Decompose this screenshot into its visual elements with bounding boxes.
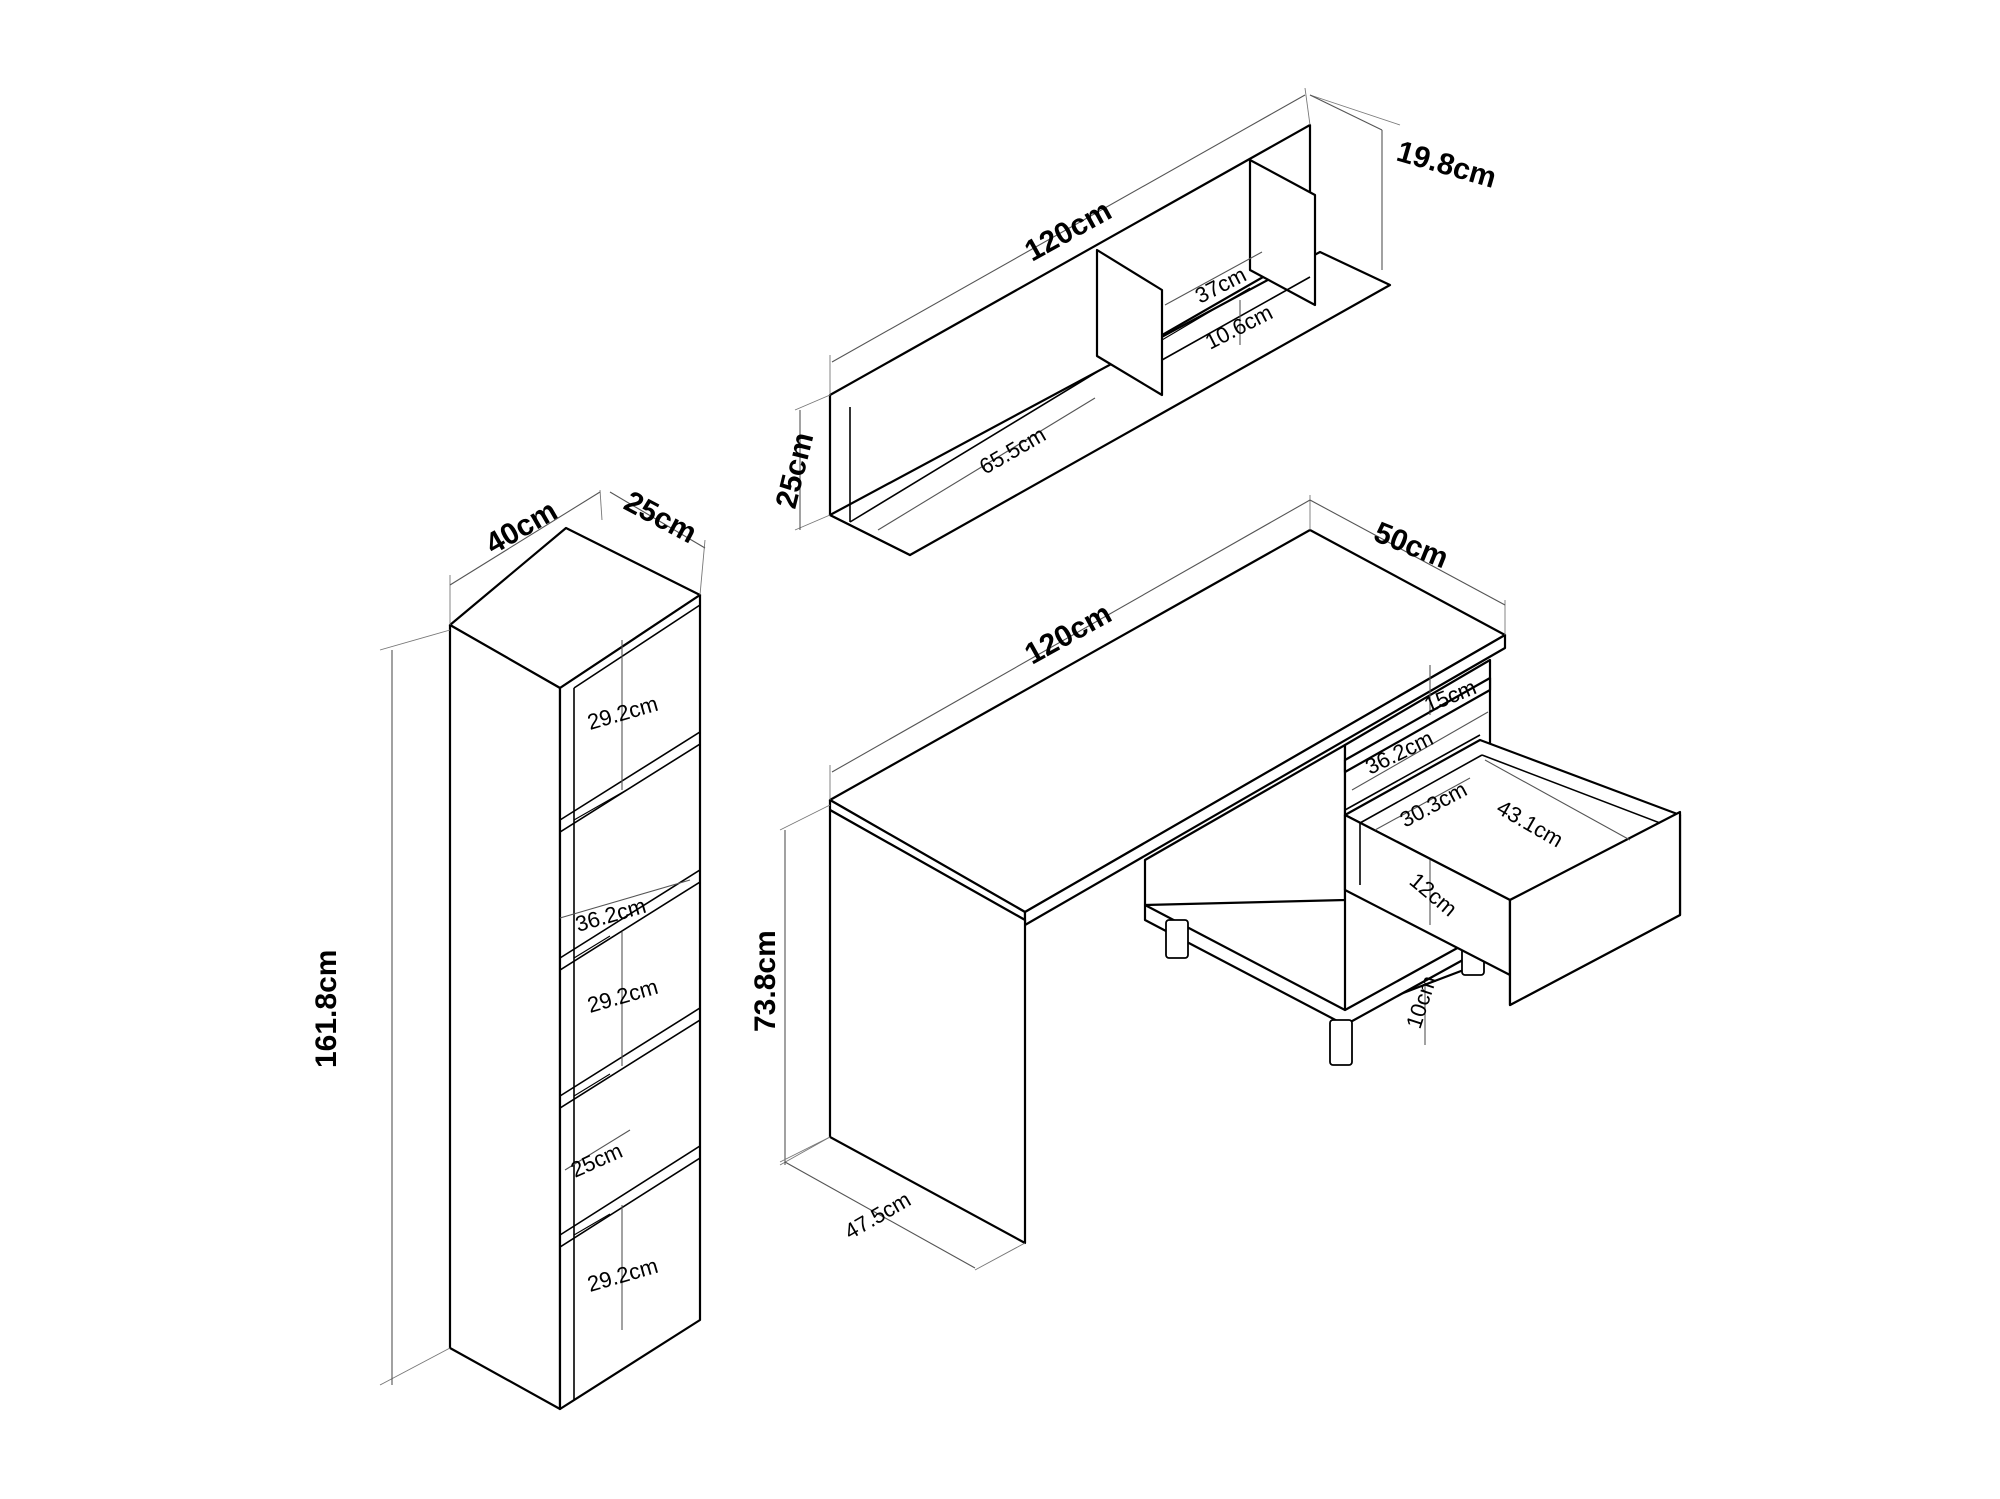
desk-height-label: 73.8cm	[749, 930, 782, 1032]
bookcase-drawing	[448, 526, 702, 1411]
desk-side-depth-label: 47.5cm	[840, 1187, 915, 1245]
wall-shelf-depth-label: 19.8cm	[1393, 135, 1500, 195]
wall-shelf-drawing	[828, 123, 1392, 557]
bookcase-depth-label: 25cm	[619, 485, 702, 550]
bookcase-dimension-lines	[379, 489, 706, 1386]
desk-drawing	[828, 528, 1682, 1245]
desk-dimension-lines	[779, 495, 1631, 1271]
desk-depth-label: 50cm	[1369, 516, 1453, 575]
wall-shelf-dimension-lines	[794, 87, 1401, 531]
bookcase-height-label: 161.8cm	[310, 950, 343, 1068]
wall-shelf-height-label: 25cm	[770, 429, 821, 511]
